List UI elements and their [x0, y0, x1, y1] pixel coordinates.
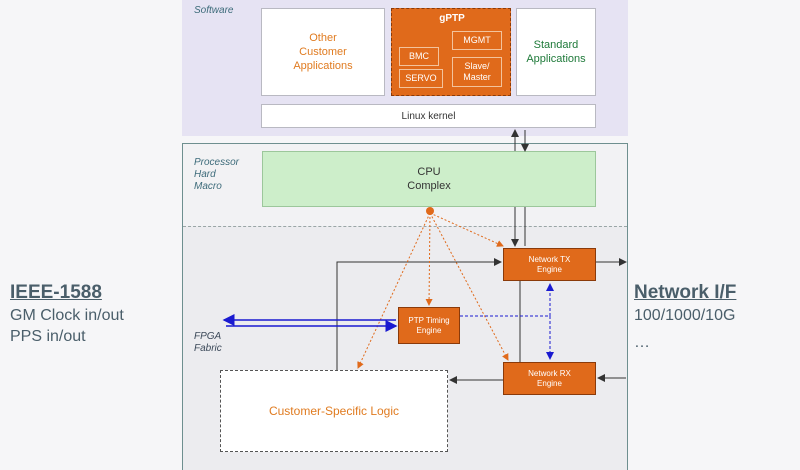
fpga-fabric-label: FPGA Fabric: [194, 331, 222, 354]
other-customer-applications-box: Other Customer Applications: [261, 8, 385, 96]
customer-specific-logic-box: Customer-Specific Logic: [220, 370, 448, 452]
logic-to-tx-arrow: [336, 258, 502, 370]
processor-hard-macro-label: Processor Hard Macro: [194, 157, 240, 192]
software-label: Software: [194, 5, 234, 16]
standard-applications-box: Standard Applications: [516, 8, 596, 96]
ptp-timing-engine-box: PTP Timing Engine: [398, 307, 460, 344]
fpga-boundary: [183, 226, 627, 227]
network-speeds-label: 100/1000/10G: [634, 307, 736, 324]
bmc-box: BMC: [399, 47, 439, 66]
ieee-1588-title: IEEE-1588: [10, 282, 102, 303]
network-tx-engine-box: Network TX Engine: [503, 248, 596, 281]
network-if-title: Network I/F: [634, 282, 737, 303]
linux-kernel-box: Linux kernel: [261, 104, 596, 128]
slave-master-box: Slave/ Master: [452, 57, 502, 87]
gptp-box: gPTP BMC MGMT SERVO Slave/ Master: [391, 8, 511, 96]
cpu-complex-box: CPU Complex: [262, 151, 596, 207]
network-more-label: …: [634, 334, 650, 351]
mgmt-box: MGMT: [452, 31, 502, 50]
pps-label: PPS in/out: [10, 328, 86, 345]
cpu-port-dot: [426, 207, 434, 215]
gptp-title: gPTP: [439, 13, 465, 24]
network-rx-engine-box: Network RX Engine: [503, 362, 596, 395]
servo-box: SERVO: [399, 69, 443, 88]
gm-clock-label: GM Clock in/out: [10, 307, 124, 324]
